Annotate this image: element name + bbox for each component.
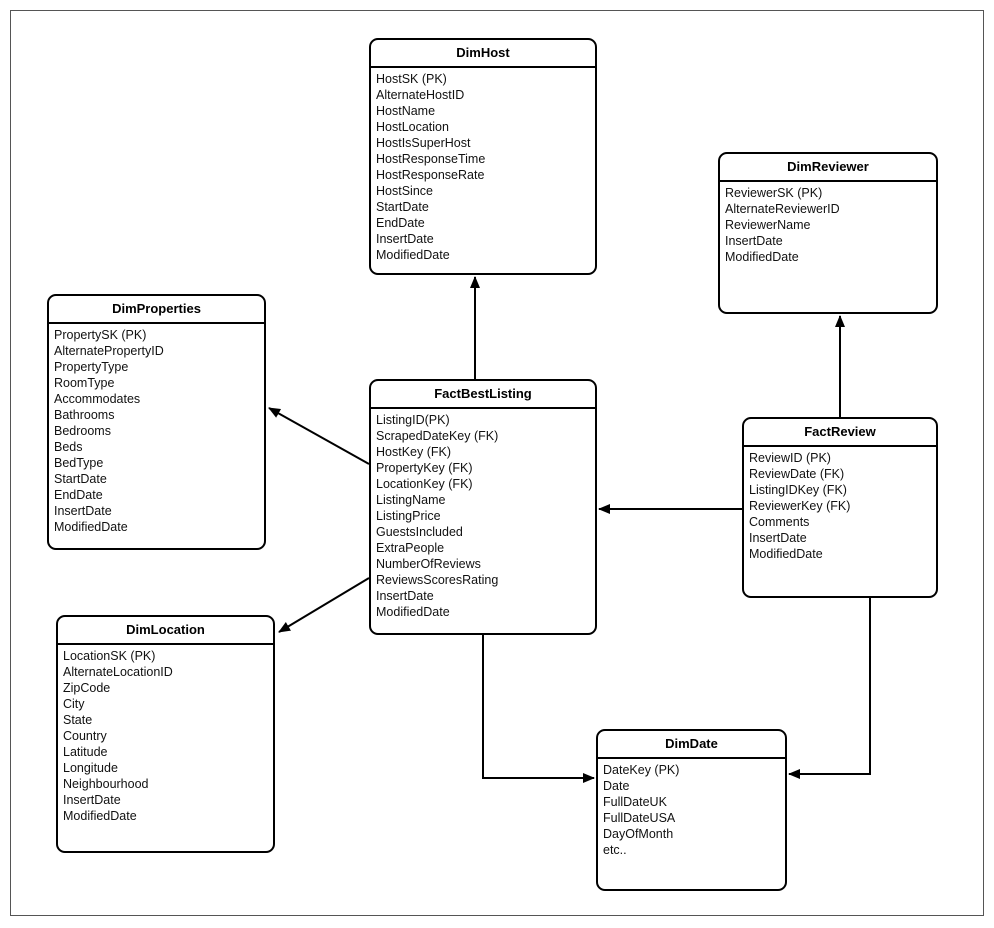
entity-field: PropertyKey (FK): [376, 461, 473, 475]
entity-field: StartDate: [54, 472, 107, 486]
entity-field: FullDateUK: [603, 795, 667, 809]
entity-field: AlternateLocationID: [63, 665, 173, 679]
entity-field: Latitude: [63, 745, 108, 759]
entity-field: FullDateUSA: [603, 811, 676, 825]
entity-field: Comments: [749, 515, 810, 529]
entity-field: Longitude: [63, 761, 118, 775]
entity-field: ListingID(PK): [376, 413, 450, 427]
entity-field: DateKey (PK): [603, 763, 680, 777]
entity-field: PropertyType: [54, 360, 129, 374]
entity-field-list: LocationSK (PK) AlternateLocationID ZipCod…: [58, 645, 273, 824]
relationship-arrow-factbestlisting-to-dimlocation: [278, 577, 370, 633]
entity-field: ListingPrice: [376, 509, 441, 523]
entity-field: ScrapedDateKey (FK): [376, 429, 499, 443]
entity-field: Beds: [54, 440, 83, 454]
entity-field: BedType: [54, 456, 104, 470]
entity-field: ModifiedDate: [63, 809, 137, 823]
entity-field: LocationSK (PK): [63, 649, 156, 663]
entity-field: NumberOfReviews: [376, 557, 481, 571]
entity-field-list: ReviewerSK (PK) AlternateReviewerID Review…: [720, 182, 936, 265]
entity-field: HostLocation: [376, 120, 449, 134]
entity-field: GuestsIncluded: [376, 525, 463, 539]
entity-field: Date: [603, 779, 630, 793]
entity-title: FactReview: [744, 419, 936, 447]
entity-field: HostResponseTime: [376, 152, 486, 166]
entity-field: EndDate: [54, 488, 103, 502]
entity-field: HostKey (FK): [376, 445, 452, 459]
entity-field: ModifiedDate: [725, 250, 799, 264]
entity-field: ModifiedDate: [749, 547, 823, 561]
entity-field: Accommodates: [54, 392, 141, 406]
entity-field: HostName: [376, 104, 436, 118]
entity-field: ReviewerSK (PK): [725, 186, 823, 200]
entity-field: ReviewerName: [725, 218, 811, 232]
entity-field-list: PropertySK (PK) AlternatePropertyID Proper…: [49, 324, 264, 535]
entity-field-list: ReviewID (PK) ReviewDate (FK) ListingIDKey…: [744, 447, 936, 562]
entity-field: ReviewerKey (FK): [749, 499, 851, 513]
entity-field: InsertDate: [376, 589, 434, 603]
entity-field: InsertDate: [376, 232, 434, 246]
entity-field: AlternateReviewerID: [725, 202, 840, 216]
entity-field: ModifiedDate: [376, 605, 450, 619]
relationship-arrow-factbestlisting-to-dimproperties: [268, 407, 370, 465]
entity-field: InsertDate: [54, 504, 112, 518]
entity-title: DimLocation: [58, 617, 273, 645]
entity-field: State: [63, 713, 93, 727]
entity-field: PropertySK (PK): [54, 328, 147, 342]
entity-field: ModifiedDate: [54, 520, 128, 534]
entity-title: DimProperties: [49, 296, 264, 324]
entity-field: LocationKey (FK): [376, 477, 473, 491]
entity-field-list: ListingID(PK) ScrapedDateKey (FK) HostKey …: [371, 409, 595, 620]
entity-field: RoomType: [54, 376, 115, 390]
relationship-arrow-factbestlisting-to-dimdate: [482, 635, 595, 783]
entity-field: Neighbourhood: [63, 777, 149, 791]
entity-field: City: [63, 697, 85, 711]
entity-field: ReviewID (PK): [749, 451, 831, 465]
entity-field: DayOfMonth: [603, 827, 674, 841]
entity-field: AlternateHostID: [376, 88, 465, 102]
entity-field: Country: [63, 729, 107, 743]
entity-field: AlternatePropertyID: [54, 344, 164, 358]
entity-field: ExtraPeople: [376, 541, 445, 555]
entity-title: DimHost: [371, 40, 595, 68]
entity-field: StartDate: [376, 200, 429, 214]
entity-field: etc..: [603, 843, 627, 857]
entity-title: FactBestListing: [371, 381, 595, 409]
entity-field: InsertDate: [749, 531, 807, 545]
entity-title: DimDate: [598, 731, 785, 759]
entity-field: InsertDate: [63, 793, 121, 807]
entity-field: Bathrooms: [54, 408, 115, 422]
entity-field: HostResponseRate: [376, 168, 485, 182]
entity-field: Bedrooms: [54, 424, 111, 438]
entity-field: ListingName: [376, 493, 446, 507]
entity-title: DimReviewer: [720, 154, 936, 182]
entity-field: ReviewsScoresRating: [376, 573, 499, 587]
entity-field: ZipCode: [63, 681, 111, 695]
entity-field: InsertDate: [725, 234, 783, 248]
entity-field: HostIsSuperHost: [376, 136, 471, 150]
entity-field: ListingIDKey (FK): [749, 483, 847, 497]
diagram-frame: [10, 10, 984, 916]
entity-field: HostSK (PK): [376, 72, 447, 86]
relationship-arrow-factreview-to-dimdate: [788, 598, 871, 779]
entity-field: ModifiedDate: [376, 248, 450, 262]
entity-field: ReviewDate (FK): [749, 467, 845, 481]
entity-field: HostSince: [376, 184, 433, 198]
entity-field: EndDate: [376, 216, 425, 230]
